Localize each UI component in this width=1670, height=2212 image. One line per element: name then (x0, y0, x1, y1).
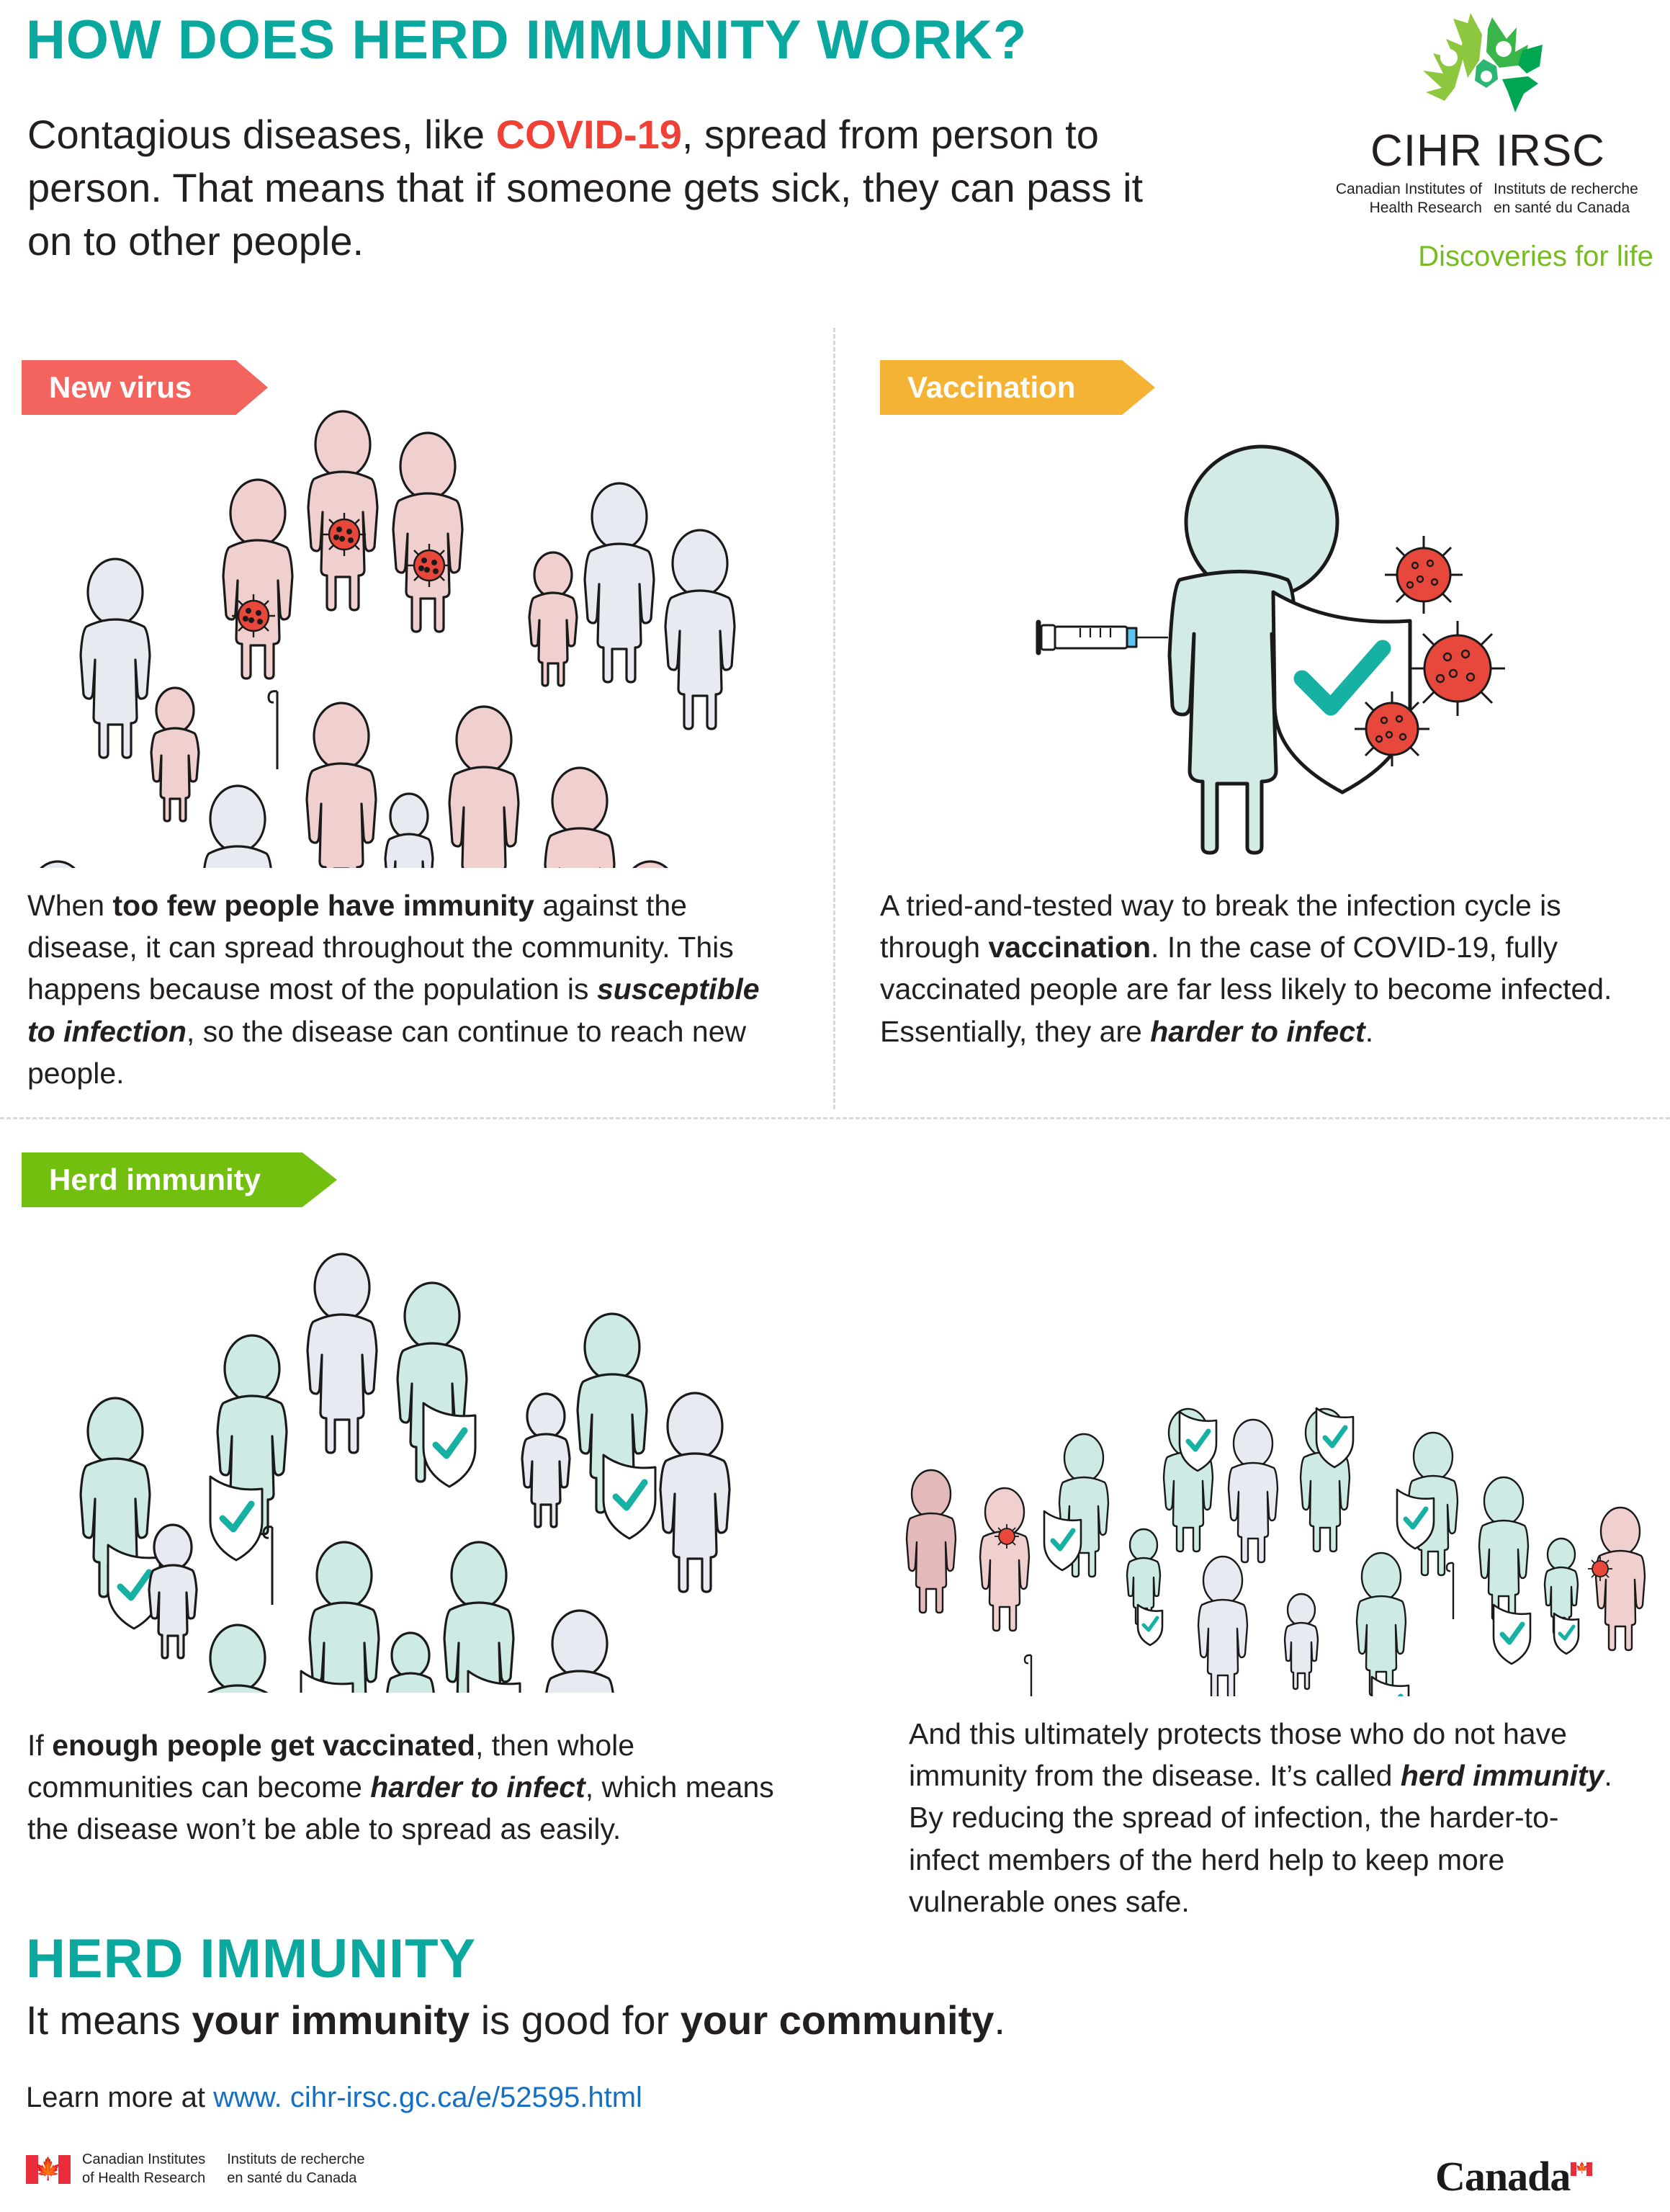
vaccination-italic-1: harder to infect (1150, 1014, 1365, 1048)
new-virus-text-2: against the disease, it can spread throu… (27, 889, 734, 1006)
vaccination-text-1: A tried-and-tested way to break the infe… (880, 889, 1561, 964)
learn-more-url-link[interactable]: www. cihr-irsc.gc.ca/e/52595.html (213, 2082, 642, 2113)
shield-check-icon (1554, 1613, 1579, 1654)
shield-check-icon (1494, 1605, 1530, 1664)
closing-sub-2: is good for (470, 1997, 681, 2043)
banner-vaccination-label: Vaccination (907, 370, 1076, 404)
virus-icon (993, 1523, 1020, 1550)
new-virus-text-3: , so the disease can continue to reach n… (27, 1014, 747, 1090)
learn-more-line: Learn more at www. cihr-irsc.gc.ca/e/525… (26, 2082, 642, 2114)
learn-more-label: Learn more at (26, 2082, 214, 2113)
shield-check-icon (1271, 590, 1412, 794)
shield-check-icon (1138, 1605, 1162, 1645)
page-title: HOW DOES HERD IMMUNITY WORK? (26, 9, 1028, 71)
illustration-herd-immunity-vaccinated-crowd (0, 1239, 792, 2082)
text-herd-immunity-right: And this ultimately protects those who d… (909, 1713, 1629, 1922)
banner-herd-immunity-label: Herd immunity (49, 1163, 261, 1196)
closing-sub-1: It means (26, 1997, 192, 2043)
banner-herd-immunity: Herd immunity (22, 1152, 337, 1207)
illustration-vaccination (994, 418, 1527, 857)
herd-right-text-1: And this ultimately protects those who d… (909, 1717, 1567, 1793)
new-virus-bold-1: too few people have immunity (112, 889, 534, 922)
banner-new-virus: New virus (22, 360, 268, 415)
covid-highlight: COVID-19 (495, 112, 682, 157)
intro-text-part1: Contagious diseases, like (27, 112, 496, 157)
virus-icon (1410, 621, 1505, 716)
virus-icon (321, 511, 367, 558)
virus-icon (1586, 1555, 1614, 1582)
herd-left-text-2: , then whole communities can become (27, 1729, 635, 1804)
herd-right-italic-1: herd immunity (1400, 1759, 1604, 1793)
new-virus-text-1: When (27, 889, 113, 922)
closing-subtitle: It means your immunity is good for your … (26, 1997, 1322, 2043)
illustration-herd-immunity-protected-crowd (864, 1405, 1670, 1781)
intro-paragraph: Contagious diseases, like COVID-19, spre… (27, 108, 1151, 268)
illustration-new-virus-crowd (0, 403, 807, 1217)
vaccination-bold-1: vaccination (988, 931, 1152, 964)
virus-icon (406, 542, 452, 588)
intro-text-part2: , spread from person to person. That mea… (27, 112, 1144, 264)
vaccination-text-3: . (1365, 1014, 1374, 1048)
canada-flag-icon: 🍁 (26, 2154, 71, 2184)
herd-left-italic-1: harder to infect (370, 1770, 585, 1804)
virus-icon (230, 593, 277, 639)
cihr-tagline: Discoveries for life (1418, 241, 1653, 272)
herd-left-text-1: If (27, 1729, 53, 1762)
new-virus-italic-1: susceptible to infection (27, 972, 760, 1048)
canada-wordmark: Canada 🍁 (1435, 2152, 1593, 2200)
shield-check-icon (423, 1403, 475, 1487)
closing-sub-3: . (994, 1997, 1005, 2043)
banner-vaccination: Vaccination (880, 360, 1155, 415)
cihr-maple-leaf-icon (1423, 13, 1543, 112)
shield-check-icon (210, 1477, 262, 1560)
divider-horizontal (0, 1117, 1670, 1119)
herd-left-text-3: , which means the disease won’t be able … (27, 1770, 774, 1846)
banner-new-virus-label: New virus (49, 370, 192, 404)
herd-left-bold-1: enough people get vaccinated (52, 1729, 475, 1762)
closing-bold-2: your community (680, 1997, 995, 2043)
divider-vertical (833, 328, 835, 1109)
text-vaccination: A tried-and-tested way to break the infe… (880, 885, 1629, 1052)
shield-check-icon (603, 1455, 655, 1539)
canada-wordmark-text: Canada (1435, 2153, 1571, 2200)
virus-icon (1385, 536, 1463, 614)
vaccination-text-2: . In the case of COVID-19, fully vaccina… (880, 931, 1612, 1048)
text-new-virus: When too few people have immunity agains… (27, 885, 762, 1094)
closing-title: HERD IMMUNITY (26, 1928, 477, 1989)
cihr-wordmark: CIHR IRSC (1370, 126, 1605, 176)
vaccinated-person (1167, 444, 1339, 855)
herd-right-text-2: . By reducing the spread of infection, t… (909, 1759, 1612, 1918)
syringe-icon (1036, 619, 1168, 655)
text-herd-immunity-left: If enough people get vaccinated, then wh… (27, 1724, 791, 1850)
closing-bold-1: your immunity (192, 1997, 470, 2043)
virus-icon (1355, 691, 1429, 766)
canada-flag-mini-icon: 🍁 (1571, 2162, 1593, 2176)
